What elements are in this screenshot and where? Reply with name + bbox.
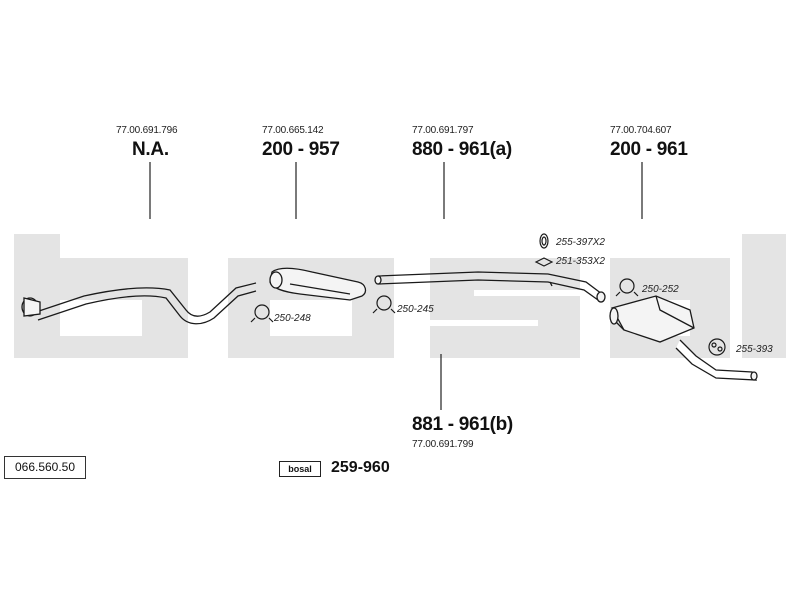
accessory-label-250-252: 250-252 [642,284,679,295]
intermediate-pipe [374,271,606,303]
clamp-icon-250-252 [615,278,639,297]
badge-part-number: 259-960 [331,459,390,476]
front-pipe [21,282,257,325]
accessory-label-250-248: 250-248 [274,313,311,324]
accessory-label-255-397: 255-397X2 [556,237,605,248]
part-number-4: 200 - 961 [610,139,688,160]
clamp-icon-250-248 [250,304,274,323]
bosal-watermark [14,234,786,358]
oe-number-4: 77.00.704.607 [610,125,672,136]
oe-number-2: 77.00.665.142 [262,125,324,136]
middle-silencer [269,267,367,301]
accessory-label-255-393: 255-393 [736,344,773,355]
bosal-badge: bosal [279,461,321,477]
part-number-3: 880 - 961(a) [412,139,512,160]
part-number-5: 881 - 961(b) [412,414,513,435]
ring-icon-255-397 [539,233,549,249]
gasket-icon-251-353 [534,257,554,267]
oe-number-3: 77.00.691.797 [412,125,474,136]
accessory-label-251-353: 251-353X2 [556,256,605,267]
rear-silencer [609,295,758,381]
rubber-mount-icon-255-393 [708,338,726,356]
clamp-icon-250-245 [372,295,396,314]
kit-code-box: 066.560.50 [4,456,86,479]
part-number-2: 200 - 957 [262,139,340,160]
part-number-1: N.A. [132,139,169,160]
oe-number-5: 77.00.691.799 [412,439,474,450]
accessory-label-250-245: 250-245 [397,304,434,315]
leader-lines [149,162,643,410]
oe-number-1: 77.00.691.796 [116,125,178,136]
